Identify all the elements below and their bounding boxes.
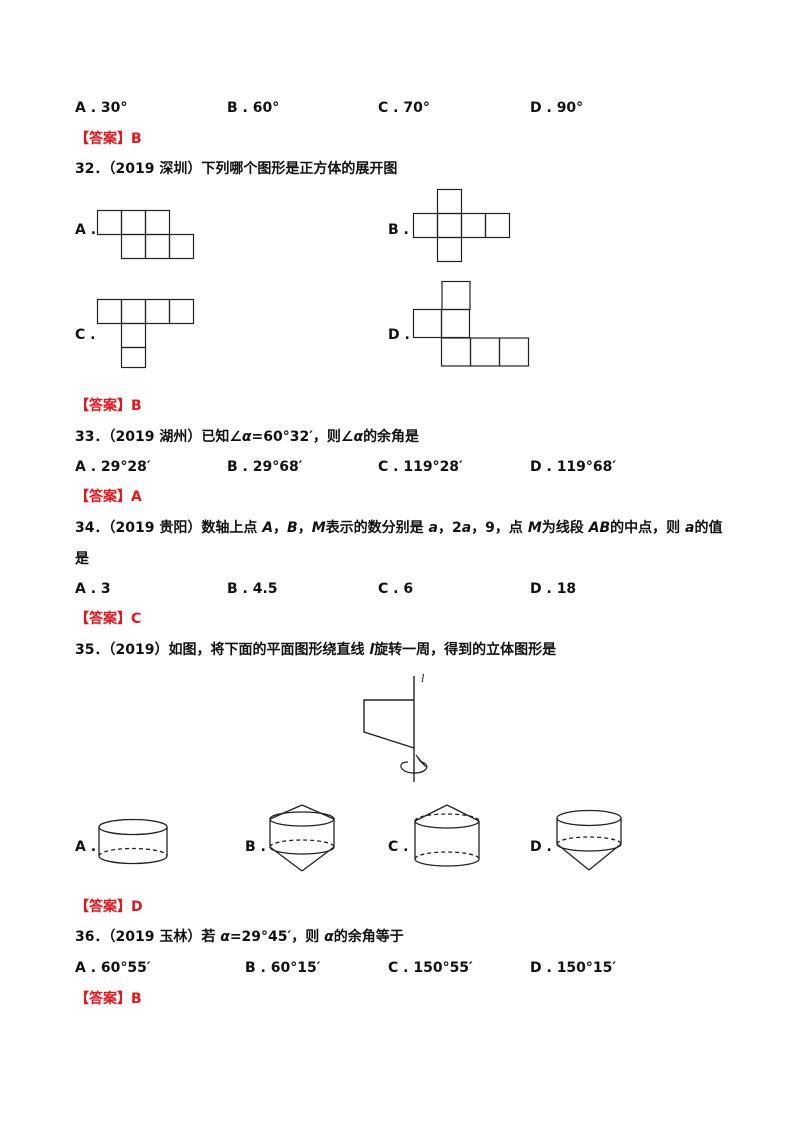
solid-b — [269, 804, 335, 872]
q32-answer: 【答案】B — [75, 398, 142, 414]
axis-label: l — [421, 671, 425, 685]
q31-option-d: D . 90° — [530, 100, 584, 116]
q33-option-c: C . 119°28′ — [378, 459, 463, 475]
q32-label-c: C . — [75, 327, 96, 343]
q32-stem: 32．（2019 深圳）下列哪个图形是正方体的展开图 — [75, 161, 398, 177]
q33-option-d: D . 119°68′ — [530, 459, 617, 475]
q35-label-a: A . — [75, 839, 97, 855]
q34-stem: 34．（2019 贵阳）数轴上点 A，B，M表示的数分别是 a，2a，9，点 M… — [75, 520, 723, 536]
q35-stem: 35．（2019）如图，将下面的平面图形绕直线 l旋转一周，得到的立体图形是 — [75, 642, 557, 658]
q35-label-c: C . — [388, 839, 409, 855]
q35-answer: 【答案】D — [75, 899, 143, 915]
q33-option-b: B . 29°68′ — [227, 459, 303, 475]
solid-d — [556, 809, 622, 871]
rotation-figure: l — [363, 671, 428, 782]
q34-answer: 【答案】C — [75, 611, 142, 627]
q36-stem: 36．（2019 玉林）若 α=29°45′，则 α的余角等于 — [75, 929, 404, 945]
solid-c — [414, 804, 480, 867]
net-b — [412, 188, 511, 263]
net-c — [96, 298, 195, 369]
q36-option-b: B . 60°15′ — [245, 960, 321, 976]
q34-stem-line2: 是 — [75, 551, 89, 567]
solid-a-cylinder — [98, 818, 168, 865]
q32-label-b: B . — [388, 222, 409, 238]
q34-option-b: B . 4.5 — [227, 581, 278, 597]
q31-option-c: C . 70° — [378, 100, 430, 116]
q36-option-c: C . 150°55′ — [388, 960, 473, 976]
net-d — [412, 280, 530, 367]
q33-option-a: A . 29°28′ — [75, 459, 151, 475]
q33-stem: 33．（2019 湖州）已知∠α=60°32′，则∠α的余角是 — [75, 429, 420, 445]
net-a — [96, 209, 195, 260]
q33-answer: 【答案】A — [75, 489, 142, 505]
q31-option-a: A . 30° — [75, 100, 128, 116]
q34-option-d: D . 18 — [530, 581, 577, 597]
q34-option-c: C . 6 — [378, 581, 414, 597]
q35-label-b: B . — [245, 839, 266, 855]
q36-option-a: A . 60°55′ — [75, 960, 151, 976]
q31-option-b: B . 60° — [227, 100, 280, 116]
q36-answer: 【答案】B — [75, 991, 142, 1007]
q34-option-a: A . 3 — [75, 581, 111, 597]
q36-option-d: D . 150°15′ — [530, 960, 617, 976]
q31-answer: 【答案】B — [75, 131, 142, 147]
q35-label-d: D . — [530, 839, 552, 855]
q32-label-d: D . — [388, 327, 410, 343]
q32-label-a: A . — [75, 222, 97, 238]
